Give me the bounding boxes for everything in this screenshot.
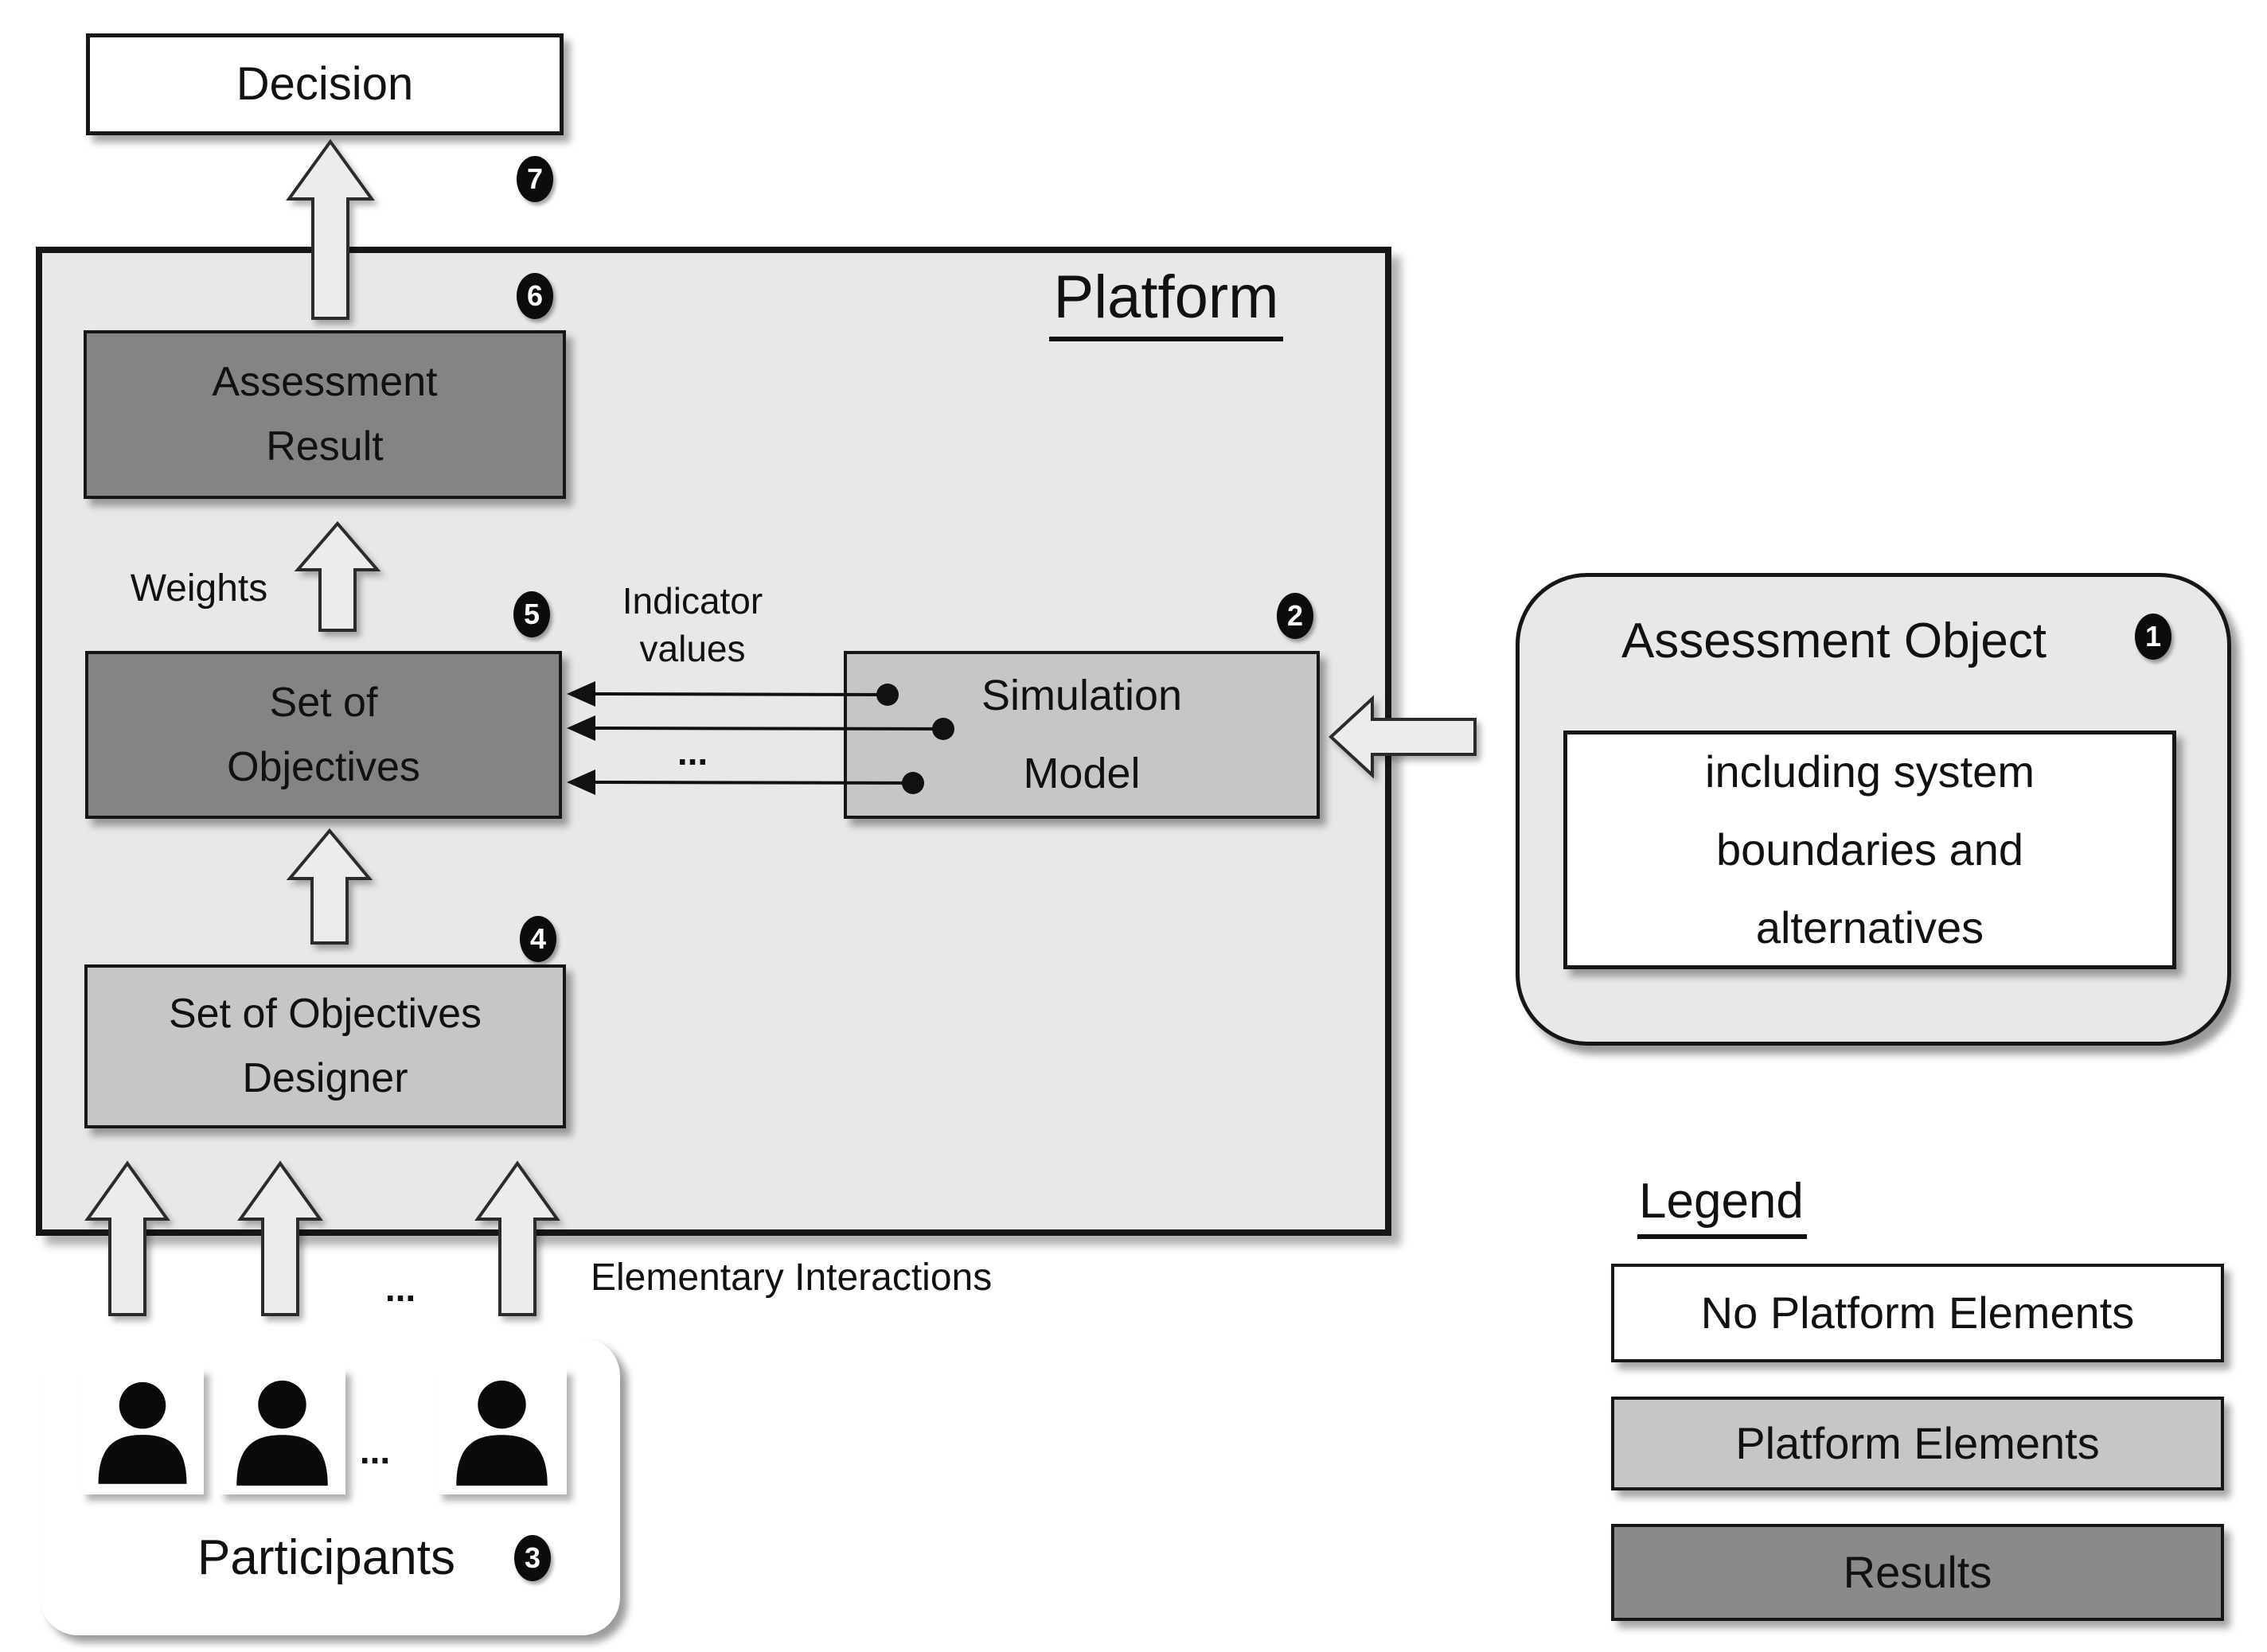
platform-title: Platform (1048, 263, 1284, 341)
step-badge-4: 4 (520, 916, 556, 962)
indicator-ellipsis: ... (677, 731, 708, 773)
weights-label: Weights (130, 567, 268, 610)
person-icon (219, 1368, 345, 1494)
participants-ellipsis: ... (359, 1430, 391, 1471)
interaction-ellipsis: ... (384, 1268, 416, 1309)
simulation-model-box: Simulation Model (844, 651, 1320, 819)
indicator-values-label: Indicator values (622, 580, 763, 669)
set-of-objectives-designer-box: Set of Objectives Designer (84, 964, 566, 1128)
step-badge-6: 6 (517, 273, 553, 319)
person-icon (81, 1368, 204, 1494)
participants-label: Participants (197, 1530, 455, 1585)
assessment-object-note-box: including system boundaries and alternat… (1563, 731, 2176, 969)
step-badge-2: 2 (1277, 593, 1313, 639)
legend-item-platform-elements: Platform Elements (1611, 1397, 2224, 1490)
legend-item-no-platform-elements: No Platform Elements (1611, 1264, 2224, 1362)
decision-box: Decision (86, 33, 564, 135)
step-badge-7: 7 (517, 156, 553, 202)
assessment-result-box: Assessment Result (84, 330, 566, 499)
step-badge-5: 5 (513, 591, 550, 637)
assessment-object-title: Assessment Object (1621, 614, 2047, 668)
legend-title: Legend (1637, 1173, 1807, 1239)
person-icon (437, 1368, 567, 1494)
legend-title-wrap: Legend (1637, 1173, 1807, 1239)
platform-title-wrap: Platform (927, 263, 1405, 341)
elementary-interactions-label: Elementary Interactions (591, 1257, 993, 1299)
step-badge-1: 1 (2135, 614, 2171, 660)
set-of-objectives-box: Set of Objectives (85, 651, 562, 819)
legend-item-results: Results (1611, 1524, 2224, 1621)
step-badge-3: 3 (514, 1535, 551, 1581)
